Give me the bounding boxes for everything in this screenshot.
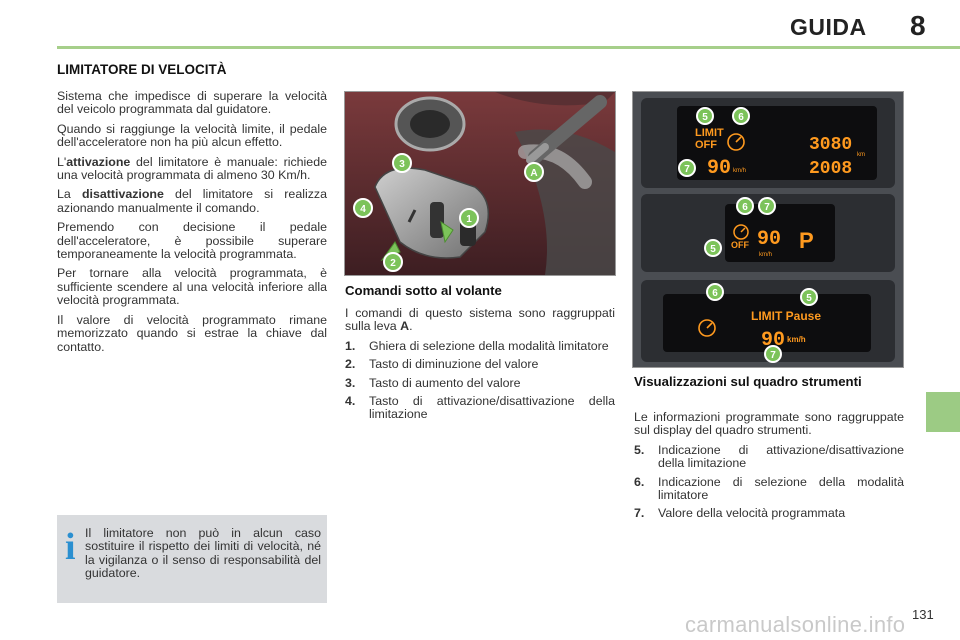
steering-stalk-illustration: 3 4 1 2 A <box>345 92 615 275</box>
display-intro: Le informazioni programmate sono raggrup… <box>634 410 904 438</box>
chapter-number: 8 <box>910 10 926 41</box>
list-item: 4.Tasto di attivazione/disattivazione de… <box>345 394 615 422</box>
lcd-speed-unit-2: km/h <box>759 252 772 258</box>
callout-7: 7 <box>764 202 770 213</box>
info-text: Il limitatore non può in alcun caso sost… <box>85 526 321 581</box>
list-item: 3.Tasto di aumento del valore <box>345 375 521 390</box>
callout-3: 3 <box>399 159 405 170</box>
callout-2: 2 <box>390 258 396 269</box>
callout-6: 6 <box>742 202 748 213</box>
callout-6: 6 <box>738 112 744 123</box>
controls-intro: I comandi di questo sistema sono raggrup… <box>345 306 615 334</box>
lcd-speed-unit: km/h <box>733 168 746 174</box>
callout-7: 7 <box>770 350 776 361</box>
intro-paragraph: L'attivazione del limitatore è manuale: … <box>57 154 327 183</box>
callout-markers: 3 4 1 2 A <box>353 153 544 272</box>
lcd-gear: P <box>799 228 814 253</box>
callout-4: 4 <box>360 204 366 215</box>
lever-letter: A <box>400 319 410 334</box>
steering-stalk-photo: 3 4 1 2 A <box>344 91 616 276</box>
callout-5: 5 <box>710 244 716 255</box>
speed-limiter-icon <box>727 133 745 151</box>
section-title: LIMITATORE DI VELOCITÀ <box>57 62 227 77</box>
list-item: 7.Valore della velocità programmata <box>634 506 846 521</box>
lcd-speed: 90 <box>707 157 731 180</box>
controls-heading: Comandi sotto al volante <box>345 283 502 298</box>
lcd-odometer-1: 3080 <box>809 135 852 155</box>
page-number: 131 <box>912 607 934 622</box>
keyword-deactivation: disattivazione <box>81 187 164 202</box>
lcd-speed-3: 90 <box>761 329 785 352</box>
callout-5: 5 <box>806 293 812 304</box>
lcd-limit-text: LIMIT <box>695 127 724 139</box>
callout-a: A <box>530 168 537 179</box>
intro-paragraph: Sistema che impedisce di superare la vel… <box>57 89 327 117</box>
lcd-limit-pause: LIMIT Pause <box>751 309 821 323</box>
instrument-display-photo: LIMIT OFF 90 km/h 3080 km 2008 5 6 7 OFF… <box>632 91 904 368</box>
chapter-side-tab <box>926 392 960 432</box>
lcd-speed-2: 90 <box>757 228 781 251</box>
callout-1: 1 <box>466 214 472 225</box>
display-column: Le informazioni programmate sono raggrup… <box>634 410 904 526</box>
intro-paragraph: Per tornare alla velocità programmata, è… <box>57 266 327 308</box>
chapter-title: GUIDA <box>790 14 867 40</box>
keyword-activation: attivazione <box>66 154 131 169</box>
intro-paragraph: Il valore di velocità programmato rimane… <box>57 312 327 354</box>
callout-6: 6 <box>712 288 718 299</box>
lcd-odometer-unit: km <box>857 152 865 158</box>
controls-list: 1.Ghiera di selezione della modalità lim… <box>345 338 615 422</box>
callout-7: 7 <box>684 164 690 175</box>
list-item: 6.Indicazione di selezione della modalit… <box>634 474 904 503</box>
display-list: 5.Indicazione di attivazione/disattivazi… <box>634 442 904 521</box>
header-rule <box>57 46 960 49</box>
info-icon: i <box>65 526 76 568</box>
instrument-display-illustration: LIMIT OFF 90 km/h 3080 km 2008 5 6 7 OFF… <box>633 92 903 367</box>
speed-limiter-icon-3 <box>698 319 716 337</box>
lcd-off-text-2: OFF <box>731 240 749 250</box>
list-item: 5.Indicazione di attivazione/disattivazi… <box>634 442 904 471</box>
lcd-off-text: OFF <box>695 139 717 151</box>
intro-column: Sistema che impedisce di superare la vel… <box>57 89 327 360</box>
display-heading: Visualizzazioni sul quadro strumenti <box>634 374 862 389</box>
speed-limiter-icon-2 <box>733 224 749 240</box>
info-box: i Il limitatore non può in alcun caso so… <box>57 515 327 603</box>
list-item: 2.Tasto di diminuzione del valore <box>345 357 539 372</box>
list-item: 1.Ghiera di selezione della modalità lim… <box>345 338 609 353</box>
watermark: carmanualsonline.info <box>685 612 906 637</box>
lcd-speed-unit-3: km/h <box>787 335 806 344</box>
lcd-odometer-2: 2008 <box>809 159 852 179</box>
callout-5: 5 <box>702 112 708 123</box>
intro-paragraph: Premendo con decisione il pedale dell'ac… <box>57 220 327 262</box>
intro-paragraph: La disattivazione del limitatore si real… <box>57 187 327 215</box>
controls-column: I comandi di questo sistema sono raggrup… <box>345 306 615 427</box>
intro-paragraph: Quando si raggiunge la velocità limite, … <box>57 121 327 150</box>
